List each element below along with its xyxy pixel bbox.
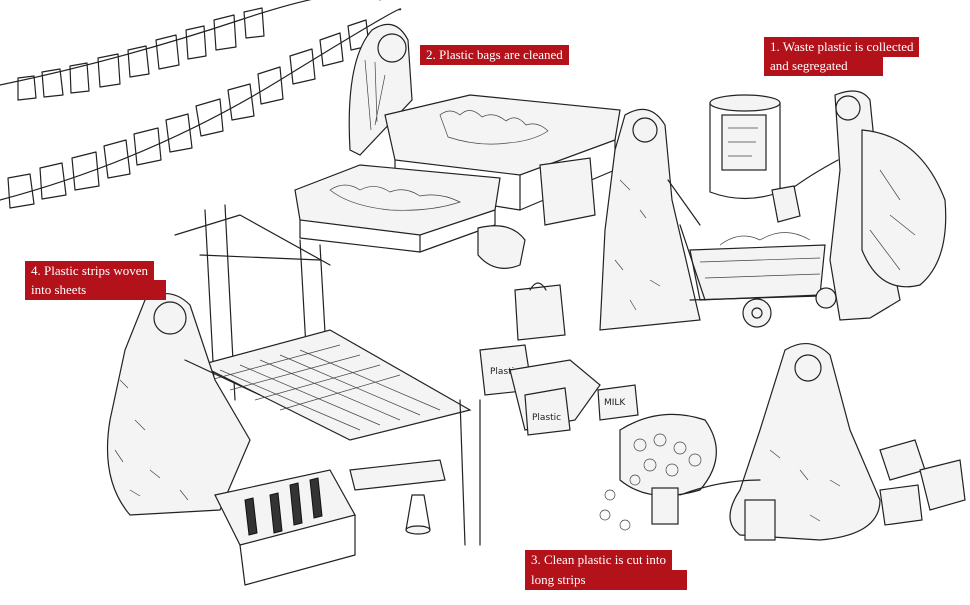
- bag-label-plastic-2: Plastic: [532, 413, 561, 423]
- loom-scene: [106, 204, 481, 586]
- loose-bags: Plastic Plastic MILK: [479, 282, 639, 436]
- bag-label-milk: MILK: [604, 398, 626, 408]
- step3-label-line1: 3. Clean plastic is cut into: [525, 550, 673, 570]
- step1-label-line1: 1. Waste plastic is collected: [764, 37, 920, 57]
- step4-label-line1: 4. Plastic strips woven: [25, 261, 154, 281]
- bag-label-plastic: Plastic: [490, 367, 519, 377]
- step3-label-line2: long strips: [525, 570, 687, 590]
- step2-label: 2. Plastic bags are cleaned: [420, 45, 569, 65]
- cutting-scene: [599, 343, 966, 541]
- cleaning-station: [294, 23, 621, 269]
- step1-label-line2: and segregated: [764, 56, 883, 76]
- collection-scene: [599, 90, 947, 331]
- drying-bags-clothesline: [0, 0, 402, 209]
- step4-label-line2: into sheets: [25, 280, 166, 300]
